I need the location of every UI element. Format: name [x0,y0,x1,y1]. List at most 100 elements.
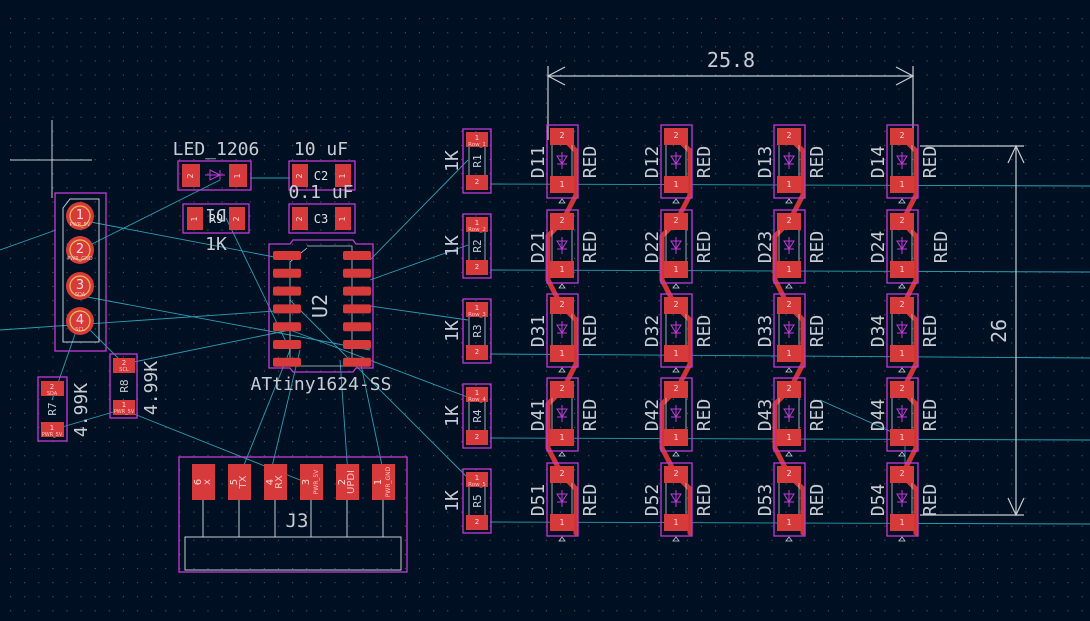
pad-1[interactable] [664,345,688,362]
u2-pin-7[interactable] [273,357,301,367]
pad-1[interactable] [777,429,801,446]
pad-2[interactable] [466,430,488,445]
pad-2[interactable] [664,297,688,314]
pad-2[interactable] [664,381,688,398]
led-d1[interactable]: 2 1 LED_1206 D1 [173,139,260,224]
r7-pad-2[interactable] [41,381,64,396]
capacitor-c3[interactable]: 0.1 uF 2 1 C3 [288,182,356,234]
pad-1[interactable] [550,176,574,193]
pad-2[interactable] [890,213,914,230]
ic-u2[interactable]: U2 ATtiny1624-SS [251,239,392,395]
pad-1[interactable] [777,345,801,362]
r9-pad-1[interactable] [187,207,203,230]
pad-2[interactable] [466,260,488,275]
pad-1[interactable] [466,132,488,147]
pad-1[interactable] [466,217,488,232]
r7-pad-1[interactable] [41,422,64,437]
pad-1[interactable] [777,176,801,193]
u2-pin-2[interactable] [273,268,301,278]
pad-1[interactable] [890,176,914,193]
pad-2[interactable] [550,213,574,230]
u2-pin-12[interactable] [343,286,371,296]
u2-pin-14[interactable] [343,251,371,260]
c3-pad-2[interactable] [292,207,308,230]
pad-2[interactable] [777,381,801,398]
resistor-r8[interactable]: 2 SCL 1 PWR_5V R8 4.99K [109,353,162,419]
capacitor-c2[interactable]: 2 1 C2 10 uF [288,139,356,191]
pad-1[interactable] [466,472,488,487]
d1-pad-2[interactable] [182,164,200,187]
pad-1[interactable] [664,429,688,446]
pad-1[interactable] [550,345,574,362]
c2-pad-2[interactable] [292,164,308,187]
pad-1[interactable] [664,261,688,278]
pad-1[interactable] [890,345,914,362]
u2-pin-9[interactable] [343,340,371,349]
pad-2[interactable] [550,297,574,314]
pad-2[interactable] [664,213,688,230]
pad-1[interactable] [890,261,914,278]
pad-1[interactable] [466,387,488,402]
pad-1[interactable] [550,429,574,446]
j3-pin-6[interactable]: 6x [192,464,215,537]
pad-1[interactable] [777,514,801,531]
d1-pad-1[interactable] [229,164,247,187]
r8-pad-2[interactable] [113,358,135,373]
resistor-r7[interactable]: 2 SDA 1 PWR_5V R7 4.99K [37,376,92,442]
c2-pad-1[interactable] [335,164,351,187]
pad-2[interactable] [550,381,574,398]
j3-pin-4[interactable]: 4RX [264,464,287,537]
pad-2[interactable] [466,175,488,190]
u2-pin-1[interactable] [273,251,301,260]
pad-2[interactable] [890,466,914,483]
j3-pin-5[interactable]: 5TX [228,464,251,537]
pad-1[interactable] [777,261,801,278]
pad-2[interactable] [777,128,801,145]
pad-1[interactable] [550,261,574,278]
pad-1[interactable] [890,429,914,446]
pad-2[interactable] [664,128,688,145]
r8-pad-1[interactable] [113,400,135,415]
pad-2[interactable] [777,297,801,314]
u2-pin-11[interactable] [343,304,371,314]
u2-pin-6[interactable] [273,340,301,349]
pad-2[interactable] [466,515,488,530]
pad-1[interactable] [466,302,488,317]
pad-2[interactable] [777,213,801,230]
pad-2[interactable] [890,381,914,398]
u2-pin-8[interactable] [343,357,371,367]
pad-2[interactable] [466,345,488,360]
u2-pin-4[interactable] [273,304,301,314]
pad-2[interactable] [550,466,574,483]
pad-1[interactable] [890,514,914,531]
c3-pad-1[interactable] [335,207,351,230]
